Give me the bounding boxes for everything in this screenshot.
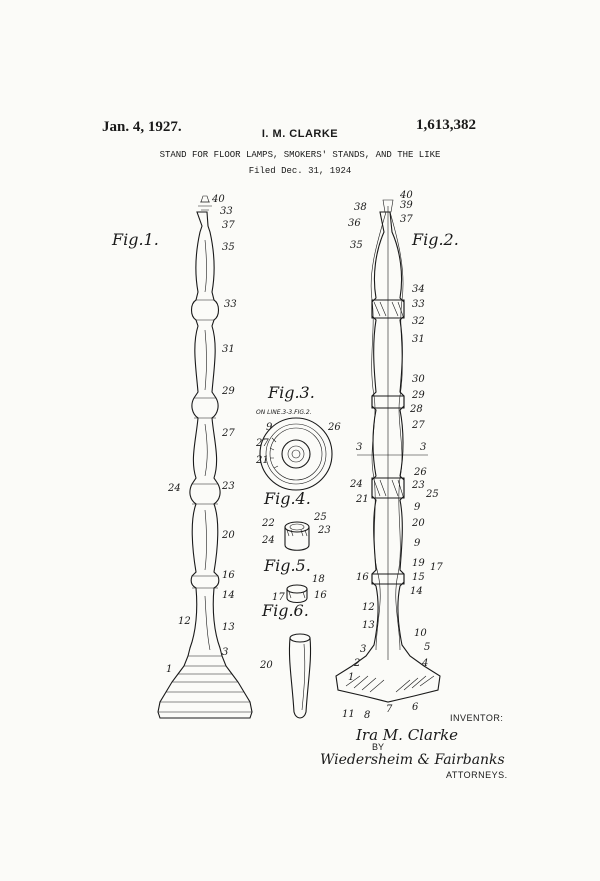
svg-text:28: 28	[409, 404, 423, 415]
svg-text:6: 6	[412, 702, 419, 713]
svg-text:19: 19	[412, 558, 425, 569]
svg-text:3: 3	[420, 442, 426, 453]
svg-text:13: 13	[362, 620, 375, 631]
svg-text:27: 27	[255, 438, 269, 449]
svg-text:20: 20	[221, 530, 235, 541]
fig2-section-view: 38 39 40 36 37 35 34 33 32 31 30 29 28 2…	[335, 190, 459, 721]
fig6-sleeve: Fig.6. 20	[259, 601, 312, 719]
svg-text:37: 37	[222, 220, 235, 231]
svg-text:13: 13	[222, 622, 235, 633]
svg-text:18: 18	[312, 574, 325, 585]
svg-text:38: 38	[354, 202, 367, 213]
filed-date: Filed Dec. 31, 1924	[248, 166, 352, 176]
svg-text:12: 12	[362, 602, 375, 613]
svg-text:22: 22	[261, 518, 275, 529]
svg-text:10: 10	[414, 628, 427, 639]
svg-text:21: 21	[255, 455, 269, 466]
by-label: BY	[372, 742, 385, 752]
svg-text:25: 25	[313, 512, 327, 523]
attorney-signature: Wiedersheim & Fairbanks	[320, 752, 505, 768]
svg-text:33: 33	[220, 206, 233, 217]
svg-text:31: 31	[222, 344, 235, 355]
svg-text:Fig.3.: Fig.3.	[267, 383, 315, 402]
svg-text:35: 35	[350, 240, 363, 251]
svg-text:15: 15	[412, 572, 425, 583]
svg-text:29: 29	[411, 390, 425, 401]
svg-text:12: 12	[178, 616, 191, 627]
svg-text:26: 26	[413, 467, 427, 478]
svg-text:40: 40	[399, 190, 413, 201]
svg-text:14: 14	[222, 590, 235, 601]
svg-text:20: 20	[411, 518, 425, 529]
svg-text:9: 9	[414, 538, 421, 549]
svg-text:23: 23	[317, 525, 331, 536]
svg-text:26: 26	[327, 422, 341, 433]
svg-text:Fig.4.: Fig.4.	[263, 489, 311, 508]
svg-text:35: 35	[222, 242, 235, 253]
svg-text:29: 29	[221, 386, 235, 397]
inventor-signature: Ira M. Clarke	[356, 726, 459, 744]
fig1-lamp-stand: 40 33 37 35 33 31 29 27 24 23 20 16 14 1…	[111, 194, 253, 719]
svg-text:30: 30	[412, 374, 425, 385]
svg-text:Fig.5.: Fig.5.	[263, 556, 311, 575]
svg-text:36: 36	[348, 218, 361, 229]
svg-text:17: 17	[430, 562, 443, 573]
svg-text:27: 27	[411, 420, 425, 431]
svg-text:16: 16	[356, 572, 369, 583]
svg-text:17: 17	[272, 592, 285, 603]
svg-text:16: 16	[222, 570, 235, 581]
svg-text:ON LINE.3-3.FIG.2.: ON LINE.3-3.FIG.2.	[256, 409, 312, 416]
svg-text:37: 37	[400, 214, 413, 225]
fig4-ring: Fig.4. 25 22 23 24	[261, 489, 331, 551]
svg-text:16: 16	[314, 590, 327, 601]
svg-text:5: 5	[424, 642, 430, 653]
svg-text:11: 11	[342, 709, 355, 720]
svg-text:1: 1	[348, 672, 354, 683]
svg-text:Fig.6.: Fig.6.	[261, 601, 309, 620]
inventor-name: I. M. CLARKE	[261, 128, 339, 140]
svg-text:14: 14	[410, 586, 423, 597]
svg-text:8: 8	[364, 710, 370, 721]
svg-text:3: 3	[222, 647, 228, 658]
fig3-cross-section: Fig.3. ON LINE.3-3.FIG.2. 9 26 27 21	[255, 383, 341, 491]
svg-text:Fig.2.: Fig.2.	[411, 230, 459, 249]
svg-text:23: 23	[221, 481, 235, 492]
svg-text:1: 1	[166, 664, 172, 675]
svg-text:40: 40	[211, 194, 225, 205]
svg-text:24: 24	[349, 479, 363, 490]
svg-text:24: 24	[261, 535, 275, 546]
svg-text:2: 2	[353, 658, 360, 669]
svg-text:34: 34	[412, 284, 425, 295]
svg-text:33: 33	[224, 299, 237, 310]
patent-date: Jan. 4, 1927.	[102, 119, 182, 135]
svg-text:3: 3	[360, 644, 366, 655]
svg-text:31: 31	[412, 334, 425, 345]
svg-text:33: 33	[412, 299, 425, 310]
attorneys-label: ATTORNEYS.	[446, 770, 508, 780]
patent-title: STAND FOR FLOOR LAMPS, SMOKERS' STANDS, …	[159, 150, 441, 160]
svg-text:24: 24	[167, 483, 181, 494]
svg-text:25: 25	[425, 489, 439, 500]
inventor-label: INVENTOR:	[450, 713, 504, 723]
svg-text:3: 3	[356, 442, 362, 453]
svg-text:32: 32	[412, 316, 425, 327]
patent-number: 1,613,382	[416, 117, 476, 133]
svg-text:21: 21	[355, 494, 369, 505]
svg-text:27: 27	[221, 428, 235, 439]
svg-text:4: 4	[421, 658, 428, 669]
svg-text:9: 9	[266, 422, 273, 433]
svg-text:7: 7	[386, 704, 393, 715]
svg-text:23: 23	[411, 480, 425, 491]
svg-text:Fig.1.: Fig.1.	[111, 230, 159, 249]
svg-text:39: 39	[400, 200, 413, 211]
fig5-collar: Fig.5. 18 17 16	[263, 556, 327, 604]
svg-text:9: 9	[414, 502, 421, 513]
svg-text:20: 20	[259, 660, 273, 671]
